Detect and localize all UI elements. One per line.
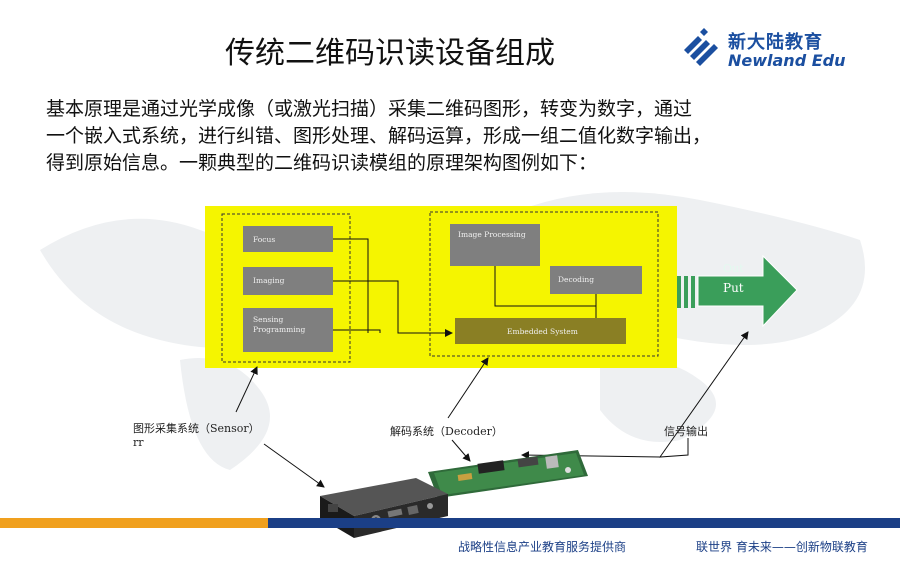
sensing-label: Sensing Programming — [253, 315, 305, 334]
decoding-block — [550, 266, 642, 294]
embedded-system-block — [455, 318, 626, 344]
sensor-caption-arrow — [235, 366, 258, 413]
sensor-device-image — [320, 478, 448, 538]
imaging-label: Imaging — [253, 276, 285, 285]
footer-bar-blue — [268, 518, 900, 528]
sensor-device-arrow — [263, 443, 325, 488]
logo-text-en: Newland Edu — [728, 51, 846, 70]
sensor-group-border — [221, 213, 351, 363]
footer-slogan-right: 联世界 育未来——创新物联教育 — [696, 540, 868, 554]
decoder-group-border — [429, 211, 659, 357]
footer-slogan-left: 战略性信息产业教育服务提供商 — [458, 540, 627, 554]
decoder-caption-arrow — [447, 357, 489, 419]
sensing-label-line1: Sensing — [253, 315, 283, 324]
output-arrow-shape — [697, 254, 798, 328]
logo-text-cn: 新大陆教育 — [728, 32, 823, 53]
sensor-caption-extra: rr — [133, 436, 144, 449]
output-label-line1: Out — [723, 262, 744, 275]
decoder-board-image — [428, 450, 588, 498]
decoder-board-arrow — [451, 439, 471, 462]
output-label-line2: Put — [723, 281, 744, 295]
newland-logo-icon — [684, 28, 718, 66]
sensing-connector — [333, 329, 381, 333]
imaging-block — [243, 267, 333, 295]
signal-output-arrow — [658, 331, 749, 458]
imaging-connector — [333, 280, 453, 337]
sensing-block — [243, 308, 333, 352]
image-processing-label: Image Processing — [458, 230, 526, 239]
focus-block — [243, 226, 333, 252]
output-arrow: Out Put — [677, 254, 798, 328]
paragraph-line: 基本原理是通过光学成像（或激光扫描）采集二维码图形，转变为数字，通过 — [46, 98, 693, 120]
sensing-label-line2: Programming — [253, 325, 305, 334]
newland-logo: 新大陆教育 Newland Edu — [680, 26, 880, 76]
focus-connector — [333, 238, 369, 333]
decoder-caption: 解码系统（Decoder） — [390, 425, 503, 438]
image-processing-block — [450, 224, 540, 266]
output-stripe — [677, 276, 681, 308]
principle-paragraph: 基本原理是通过光学成像（或激光扫描）采集二维码图形，转变为数字，通过 一个嵌入式… — [46, 96, 866, 177]
focus-label: Focus — [253, 235, 275, 244]
decoding-label: Decoding — [558, 275, 594, 284]
output-stripe — [691, 276, 695, 308]
output-stripe — [684, 276, 688, 308]
page-title: 传统二维码识读设备组成 — [225, 36, 555, 71]
paragraph-line: 一个嵌入式系统，进行纠错、图形处理、解码运算，形成一组二值化数字输出， — [46, 125, 712, 147]
embedded-system-label: Embedded System — [507, 327, 578, 336]
footer-bar-orange — [0, 518, 268, 528]
paragraph-line: 得到原始信息。一颗典型的二维码识读模组的原理架构图例如下： — [46, 152, 598, 174]
sensor-caption: 图形采集系统（Sensor） — [133, 422, 260, 435]
image-processing-connector — [494, 266, 597, 307]
signal-caption: 信号输出 — [664, 425, 708, 438]
